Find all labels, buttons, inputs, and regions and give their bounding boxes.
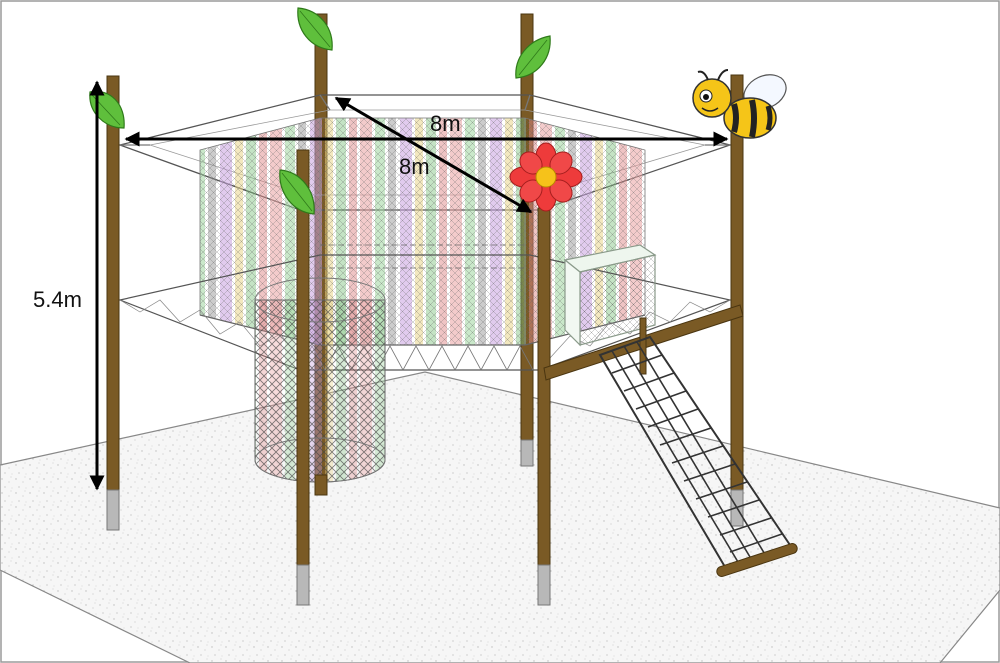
leaf-icon bbox=[279, 169, 315, 215]
dimension-arrows bbox=[89, 80, 729, 491]
climbing-net-ladder[interactable] bbox=[598, 335, 798, 578]
platform-box bbox=[563, 244, 657, 347]
bee-icon bbox=[692, 69, 787, 139]
height-dimension-label: 5.4m bbox=[33, 287, 82, 312]
diagonal-dimension-label: 8m bbox=[399, 154, 430, 179]
tube-cylinder bbox=[254, 277, 386, 483]
diagonal-dimension-arrow bbox=[334, 96, 533, 214]
leaf-icon bbox=[515, 35, 551, 79]
leaf-icon bbox=[297, 7, 333, 51]
front-poles bbox=[106, 74, 744, 606]
width-dimension-label: 8m bbox=[430, 111, 461, 136]
